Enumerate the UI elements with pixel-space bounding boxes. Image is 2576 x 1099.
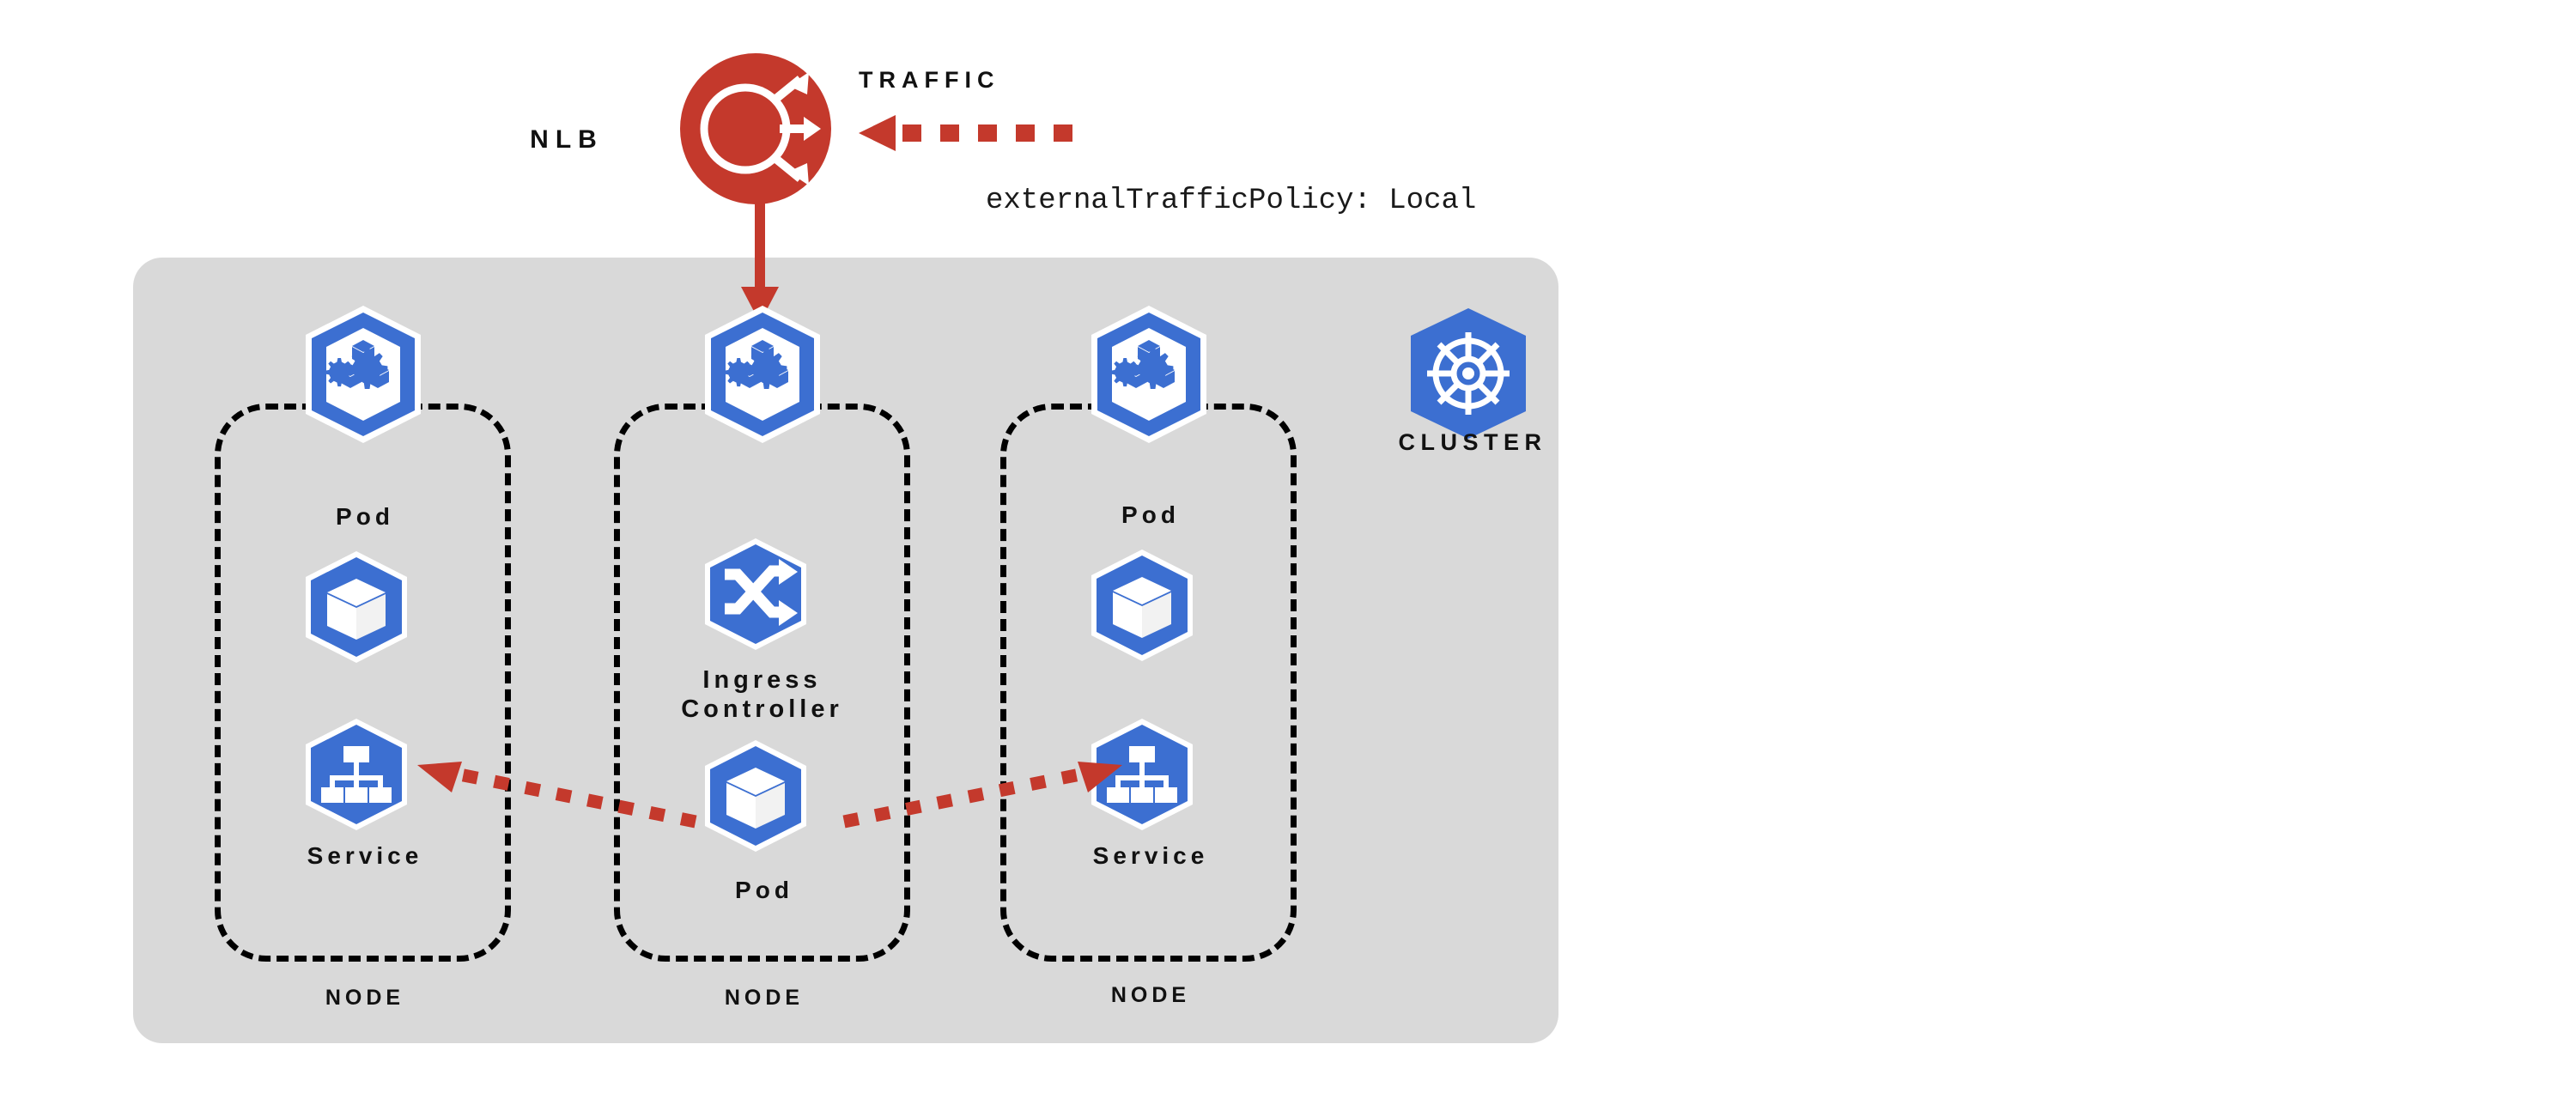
node-label-center: NODE	[724, 986, 805, 1010]
node-box-left	[215, 404, 511, 962]
node-label-left: NODE	[325, 986, 405, 1010]
arrow-down-icon	[734, 197, 786, 326]
service-tree-icon[interactable]	[299, 717, 414, 832]
network-load-balancer-icon[interactable]	[678, 52, 833, 206]
pod-cube-icon[interactable]	[698, 738, 813, 853]
pod-label-right: Pod	[1121, 501, 1180, 528]
ingress-shuffle-icon[interactable]	[698, 537, 813, 652]
pod-cube-icon[interactable]	[299, 550, 414, 665]
node-box-right	[1000, 404, 1297, 962]
ingress-controller-label: Ingress Controller	[681, 666, 843, 724]
nlb-label: NLB	[530, 125, 604, 154]
dashed-arrow-left-icon	[854, 112, 1095, 155]
kubernetes-node-icon[interactable]	[1084, 302, 1213, 446]
pod-label-left: Pod	[336, 503, 394, 530]
kubernetes-node-icon[interactable]	[299, 302, 428, 446]
node-label-right: NODE	[1110, 983, 1191, 1007]
cluster-label: CLUSTER	[1398, 429, 1547, 455]
pod-cube-icon[interactable]	[1084, 548, 1200, 663]
kubernetes-node-icon[interactable]	[698, 302, 827, 446]
traffic-label: TRAFFIC	[859, 67, 1000, 93]
service-label-right: Service	[1092, 842, 1209, 869]
service-label-left: Service	[307, 842, 423, 869]
pod-label-center: Pod	[735, 877, 793, 903]
service-tree-icon[interactable]	[1084, 717, 1200, 832]
kubernetes-helm-icon[interactable]	[1404, 305, 1533, 442]
external-traffic-policy-annotation: externalTrafficPolicy: Local	[986, 185, 1477, 217]
